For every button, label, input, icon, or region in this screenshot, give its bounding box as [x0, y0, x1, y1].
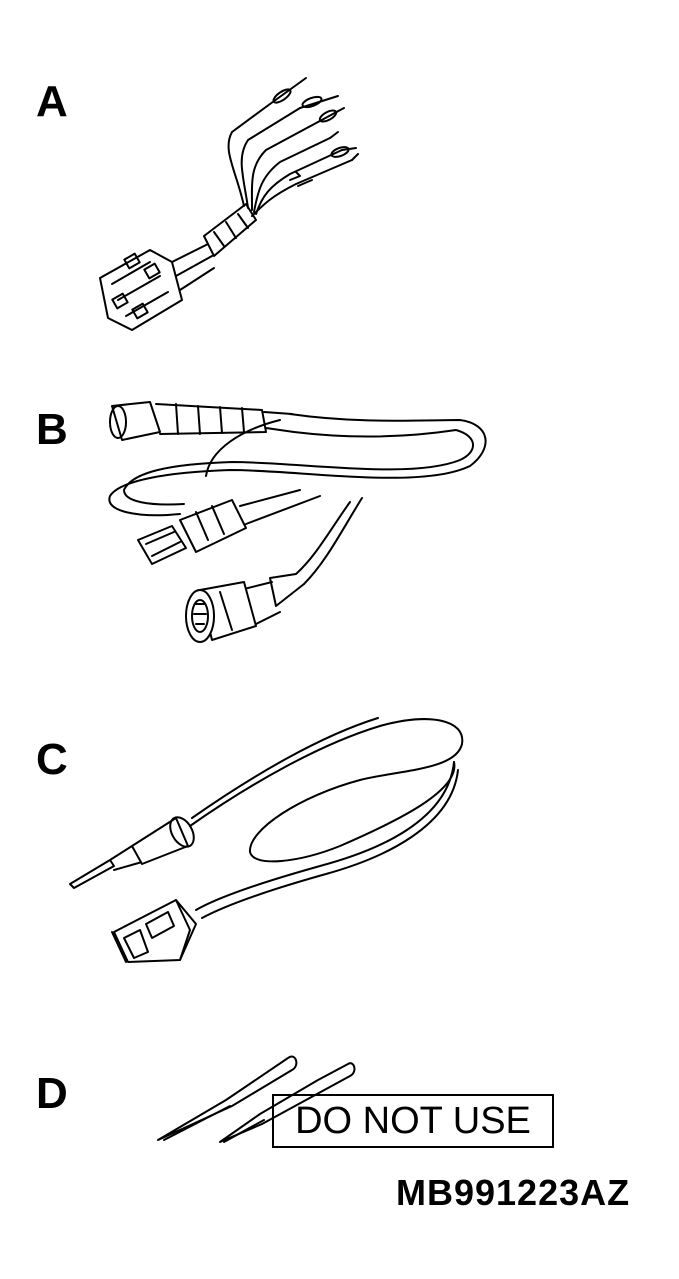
item-label-c: C — [36, 735, 68, 784]
do-not-use-box: DO NOT USE — [272, 1094, 554, 1148]
item-label-a: A — [36, 77, 68, 126]
item-label-b: B — [36, 405, 68, 454]
wire-harness-adapter-icon — [100, 78, 358, 330]
harness-with-connectors-icon — [109, 402, 485, 642]
part-number: MB991223AZ — [396, 1172, 631, 1213]
item-label-d: D — [36, 1069, 68, 1118]
probe-lead-with-connector-icon — [70, 718, 462, 962]
test-pins-icon — [158, 1057, 354, 1142]
do-not-use-text: DO NOT USE — [295, 1099, 531, 1142]
